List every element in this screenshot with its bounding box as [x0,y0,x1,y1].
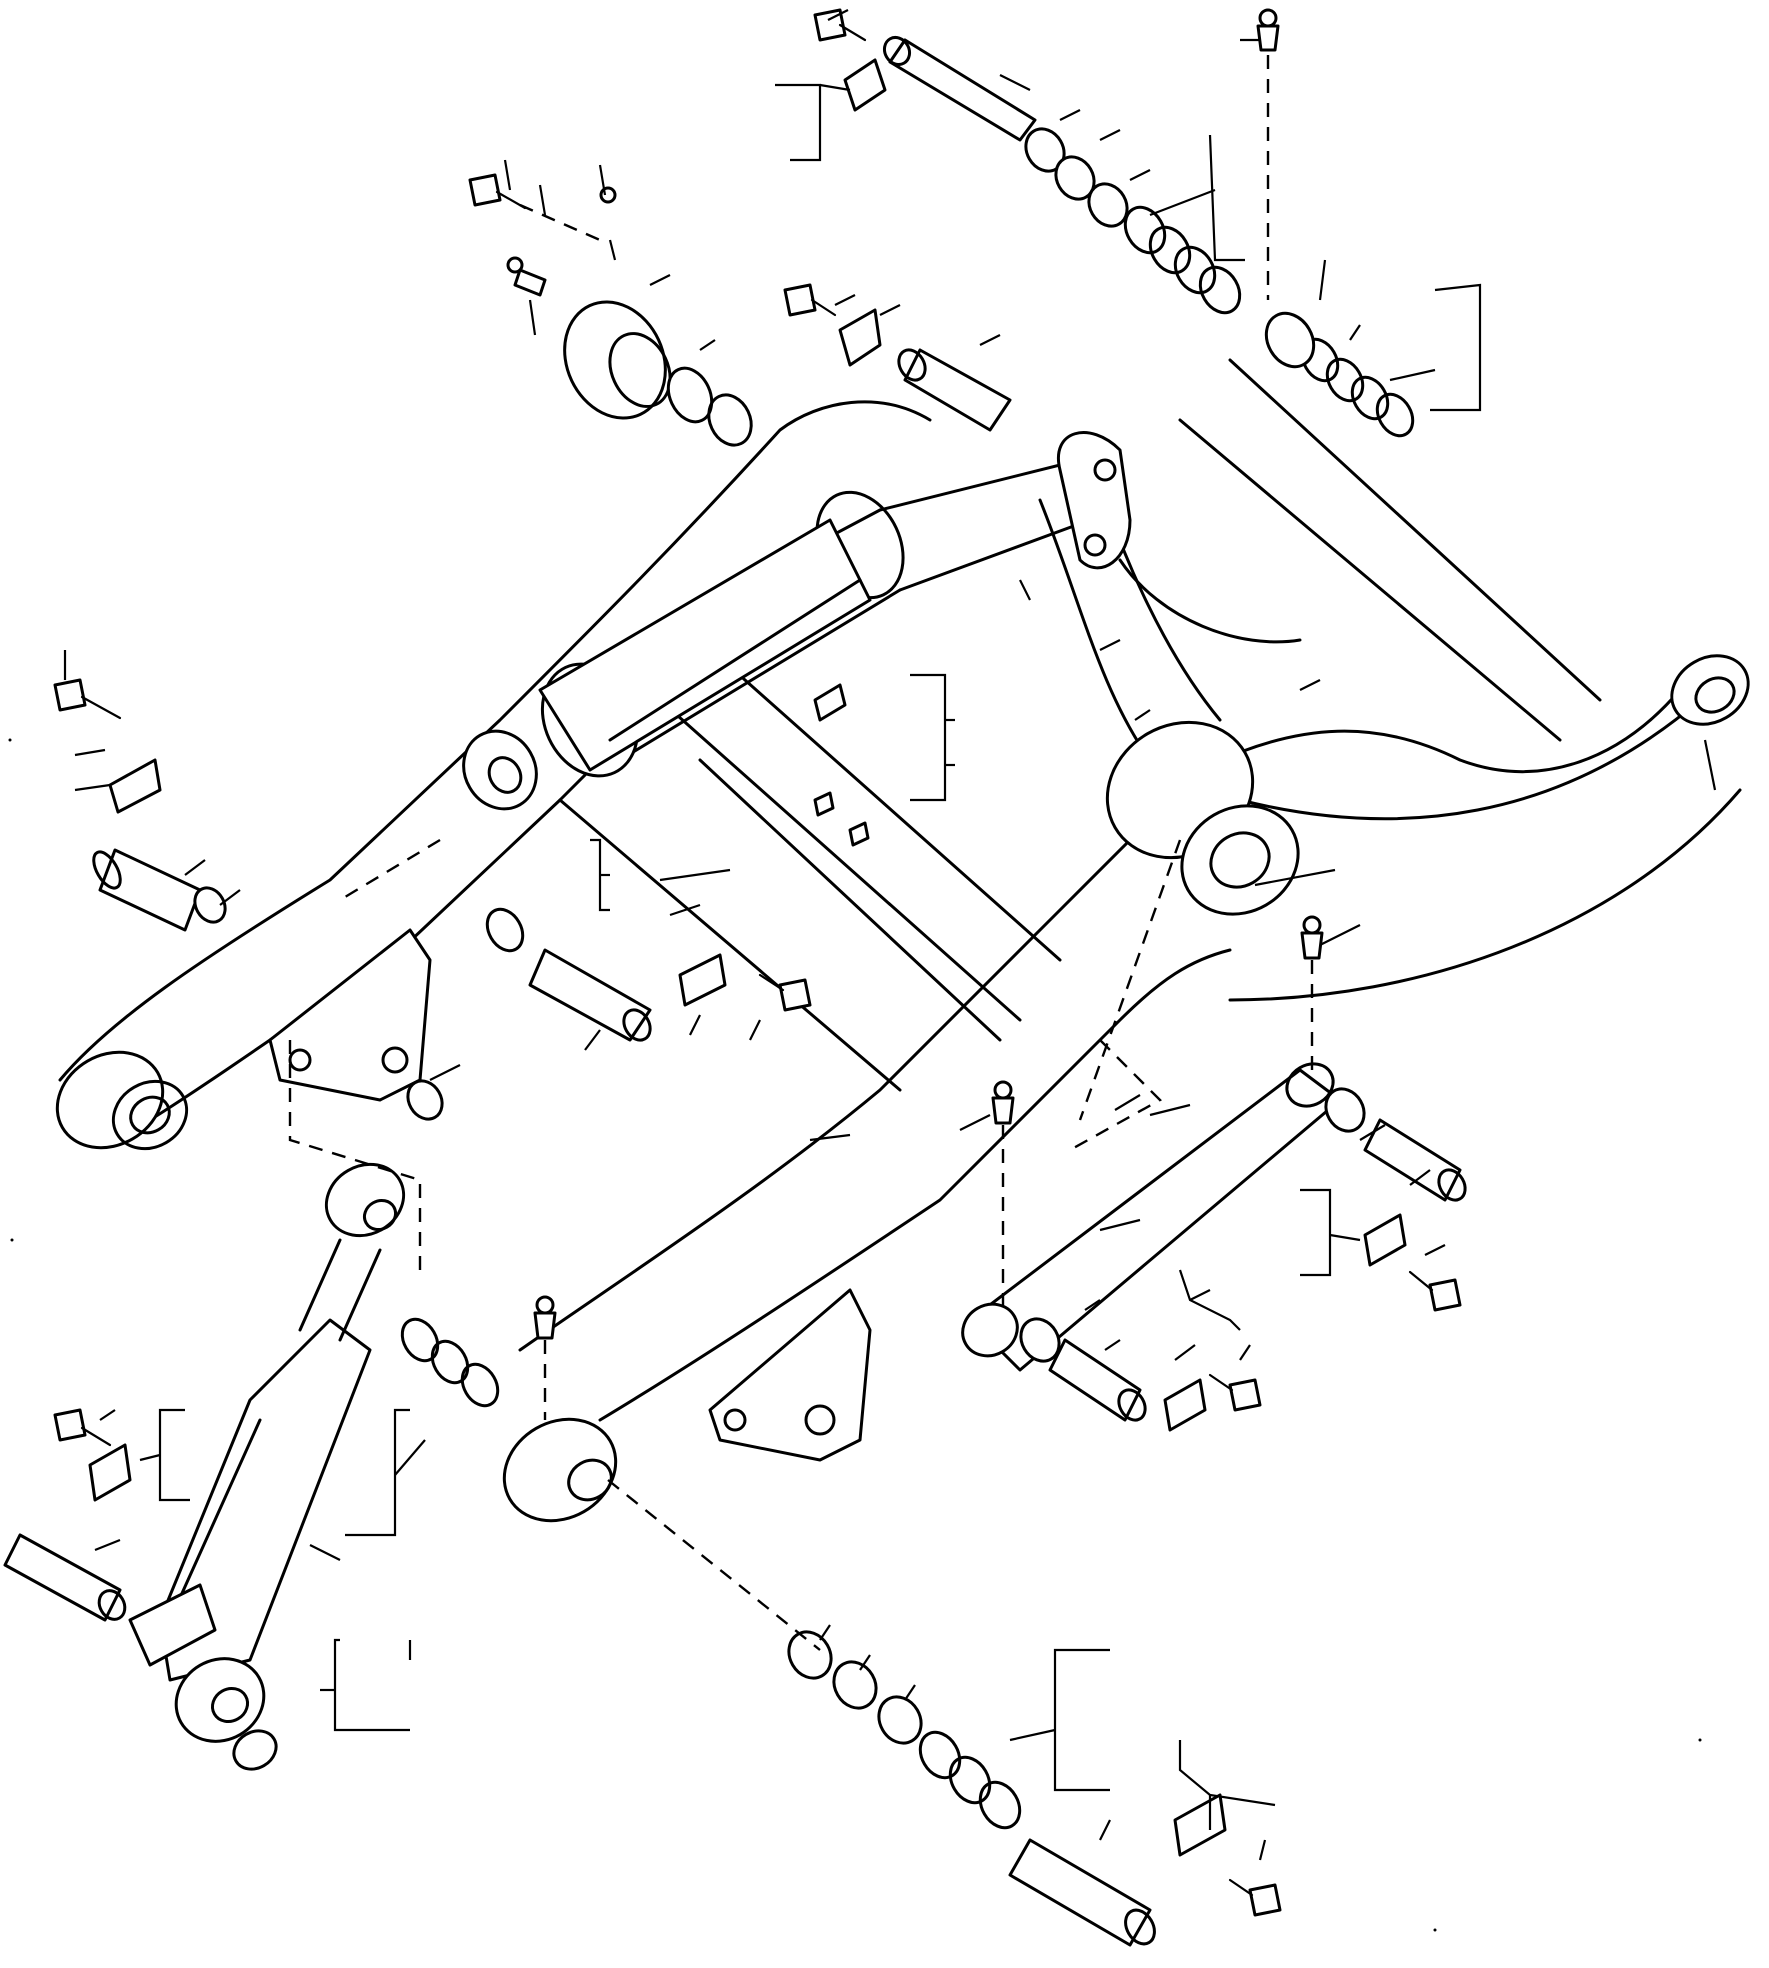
pivot-pin [1363,1118,1467,1202]
bushing [1024,127,1129,228]
mounting-bracket-left [268,928,432,1102]
upper-pivot-shaft [1178,358,1750,742]
bushing [787,1630,923,1745]
stray-marks [8,738,1702,1932]
bellcrank-lever [1057,431,1132,570]
pivot-pin [1008,1838,1156,1947]
bushing [193,886,1366,1363]
near-arm-end-eye [502,1417,618,1523]
shim-ring [232,907,525,1771]
center-pivot-joint [1105,720,1300,916]
far-arm-end-eye [55,1050,189,1151]
pivot-pin [1048,1338,1147,1422]
lift-cylinder [158,1162,406,1743]
tilt-link-bar [961,1062,1342,1372]
lock-plate [88,58,1407,1857]
lift-arm-frame [58,400,1742,1422]
pivot-pin [528,948,652,1042]
pivot-pin [3,1533,127,1622]
grease-fitting [506,8,1324,1340]
pivot-pin [92,848,202,932]
mounting-bracket-right [708,1288,872,1462]
callout-leaders [63,9,1717,1861]
bolt [53,8,1462,1917]
alignment-dash-lines [288,55,1314,1651]
shim-ring [1123,205,1242,315]
pivot-pin [897,348,1012,432]
tilt-cylinder [462,518,872,811]
flange-hub [563,300,753,447]
shim-ring [918,1730,1022,1830]
bushing [1264,311,1316,369]
pivot-pin [882,35,1037,142]
